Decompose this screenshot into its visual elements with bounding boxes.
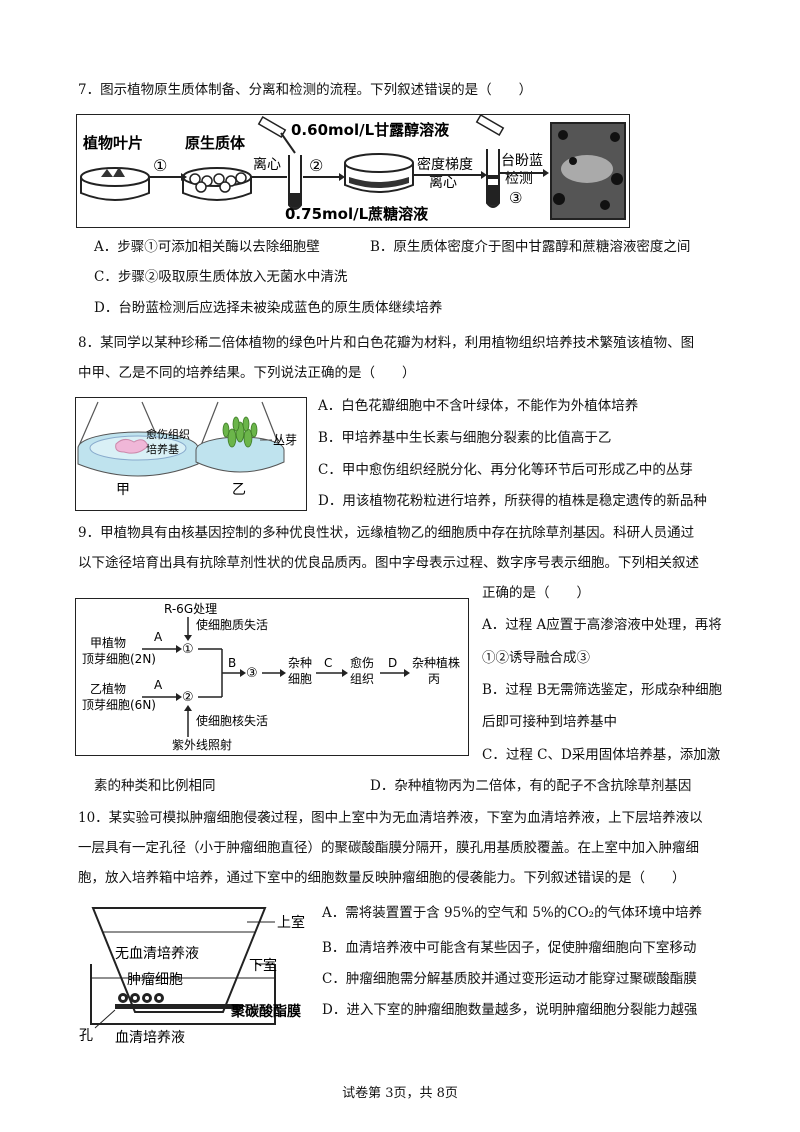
q7-detect-label: 检测 <box>505 171 533 187</box>
q9-stem-line1: 9．甲植物具有由核基因控制的多种优良性状，远缘植物乙的细胞质中存在抗除草剂基因。… <box>78 525 695 541</box>
q9-figure: R-6G处理 使细胞质失活 甲植物 顶芽细胞(2N) A ① 乙植物 顶芽细胞(… <box>75 598 469 756</box>
q7-step3: ③ <box>509 189 522 207</box>
q10-hole-label: 孔 <box>79 1028 93 1044</box>
q9-option-c-line1: C．过程 C、D采用固体培养基，添加激 <box>482 747 721 763</box>
q8-jia-label: 甲 <box>116 482 130 498</box>
q10-upper-label: 上室 <box>277 914 305 931</box>
q9-stem-line3: 正确的是（ ） <box>482 585 590 601</box>
q7-option-a: A．步骤①可添加相关酶以去除细胞壁 <box>94 239 320 255</box>
q8-callus-label: 愈伤组织 <box>146 427 190 441</box>
q7-sucrose-label: 0.75mol/L蔗糖溶液 <box>285 205 429 223</box>
q7-step2: ② <box>309 156 323 175</box>
q7-protoplast-label: 原生质体 <box>185 134 246 152</box>
q9-stem-line2: 以下途径培育出具有抗除草剂性状的优良品质丙。图中字母表示过程、数字序号表示细胞。… <box>78 555 699 571</box>
q7-option-c: C．步骤②吸取原生质体放入无菌水中清洗 <box>94 269 348 285</box>
q9-jia-label2: 顶芽细胞(2N) <box>82 652 156 666</box>
q10-figure: 上室 无血清培养液 下室 肿瘤细胞 聚碳酸酯膜 孔 血清培养液 <box>75 900 311 1048</box>
q9-option-c-line2: 素的种类和比例相同 <box>94 778 216 794</box>
q8-stem-line1: 8．某同学以某种珍稀二倍体植物的绿色叶片和白色花瓣为材料，利用植物组织培养技术繁… <box>78 335 695 351</box>
q9-inactivate-nucleus: 使细胞核失活 <box>196 713 268 728</box>
q9-option-d: D．杂种植物丙为二倍体，有的配子不含抗除草剂基因 <box>370 778 692 794</box>
q9-yi-label1: 乙植物 <box>90 681 126 696</box>
q8-option-a: A．白色花瓣细胞中不含叶绿体，不能作为外植体培养 <box>318 398 639 414</box>
q9-cell-1: ① <box>182 642 194 657</box>
q9-yi-label2: 顶芽细胞(6N) <box>82 698 156 712</box>
q9-step-c: C <box>324 656 332 670</box>
q10-serum-label: 血清培养液 <box>115 1030 185 1046</box>
q9-option-b-line1: B．过程 B无需筛选鉴定，形成杂种细胞 <box>482 682 723 698</box>
q9-option-b-line2: 后即可接种到培养基中 <box>482 714 617 730</box>
q9-r6g-label: R-6G处理 <box>164 602 217 616</box>
q7-gradient-label2: 离心 <box>429 174 457 191</box>
q7-centrifuge-label: 离心 <box>253 156 281 173</box>
q10-lower-label: 下室 <box>249 957 277 974</box>
q7-option-d: D．台盼蓝检测后应选择未被染成蓝色的原生质体继续培养 <box>94 300 443 316</box>
q9-step-a2: A <box>154 678 163 692</box>
q9-uv-label: 紫外线照射 <box>172 737 232 752</box>
q10-option-b: B．血清培养液中可能含有某些因子，促使肿瘤细胞向下室移动 <box>322 940 697 956</box>
q8-medium-label: 培养基 <box>146 442 179 456</box>
q9-cell-2: ② <box>182 690 194 705</box>
q7-mannitol-label: 0.60mol/L甘露醇溶液 <box>291 121 450 139</box>
q7-gradient-label: 密度梯度 <box>417 156 473 173</box>
q7-option-b: B．原生质体密度介于图中甘露醇和蔗糖溶液密度之间 <box>370 239 691 255</box>
q10-stem-line2: 一层具有一定孔径（小于肿瘤细胞直径）的聚碳酸酯膜分隔开，膜孔用基质胶覆盖。在上室… <box>78 840 699 856</box>
q9-hybrid-label1: 杂种 <box>288 656 312 670</box>
q9-plant-label1: 杂种植株 <box>412 655 460 670</box>
q10-noserum-label: 无血清培养液 <box>115 946 199 962</box>
q7-trypan-label: 台盼蓝 <box>501 153 543 169</box>
q8-yi-label: 乙 <box>232 482 246 498</box>
q10-tumor-label: 肿瘤细胞 <box>127 971 183 988</box>
q9-option-a-line1: A．过程 A应置于高渗溶液中处理，再将 <box>482 617 722 633</box>
q10-stem-line3: 胞，放入培养箱中培养，通过下室中的细胞数量反映肿瘤细胞的侵袭能力。下列叙述错误的… <box>78 870 686 886</box>
q9-plant-label2: 丙 <box>428 672 440 686</box>
q7-stem: 7．图示植物原生质体制备、分离和检测的流程。下列叙述错误的是（ ） <box>78 82 533 98</box>
q8-shoot-label: 丛芽 <box>273 433 297 447</box>
q8-option-d: D．用该植物花粉粒进行培养，所获得的植株是稳定遗传的新品种 <box>318 493 707 509</box>
q7-figure: 植物叶片 ① 原生质体 离心 ② 0.60mol/L甘露醇溶液 密度梯度 <box>76 114 630 228</box>
q9-inactivate-cytoplasm: 使细胞质失活 <box>196 617 268 632</box>
q9-jia-label1: 甲植物 <box>90 635 126 650</box>
q10-option-c: C．肿瘤细胞需分解基质胶并通过变形运动才能穿过聚碳酸酯膜 <box>322 971 697 987</box>
q9-callus-label1: 愈伤 <box>350 655 374 670</box>
q9-step-d: D <box>388 656 397 670</box>
q9-step-a1: A <box>154 630 163 644</box>
q9-hybrid-label2: 细胞 <box>288 672 312 686</box>
q9-cell-3: ③ <box>246 666 258 681</box>
q9-step-b: B <box>228 656 236 670</box>
q7-leaf-label: 植物叶片 <box>83 134 143 152</box>
page-footer: 试卷第 3页，共 8页 <box>342 1086 458 1101</box>
q7-step1: ① <box>153 156 167 175</box>
q8-option-c: C．甲中愈伤组织经脱分化、再分化等环节后可形成乙中的丛芽 <box>318 462 693 478</box>
q10-stem-line1: 10．某实验可模拟肿瘤细胞侵袭过程，图中上室中为无血清培养液，下室为血清培养液，… <box>78 810 703 826</box>
q9-option-a-line2: ①②诱导融合成③ <box>482 650 590 666</box>
q8-stem-line2: 中甲、乙是不同的培养结果。下列说法正确的是（ ） <box>78 365 416 381</box>
q8-figure: 愈伤组织 培养基 甲 丛芽 乙 <box>75 397 307 511</box>
q10-option-a: A．需将装置置于含 95%的空气和 5%的CO₂的气体环境中培养 <box>322 905 703 921</box>
q8-option-b: B．甲培养基中生长素与细胞分裂素的比值高于乙 <box>318 430 612 446</box>
q9-callus-label2: 组织 <box>350 672 374 686</box>
q10-membrane-label: 聚碳酸酯膜 <box>230 1003 301 1020</box>
q10-option-d: D．进入下室的肿瘤细胞数量越多，说明肿瘤细胞分裂能力越强 <box>322 1002 698 1018</box>
